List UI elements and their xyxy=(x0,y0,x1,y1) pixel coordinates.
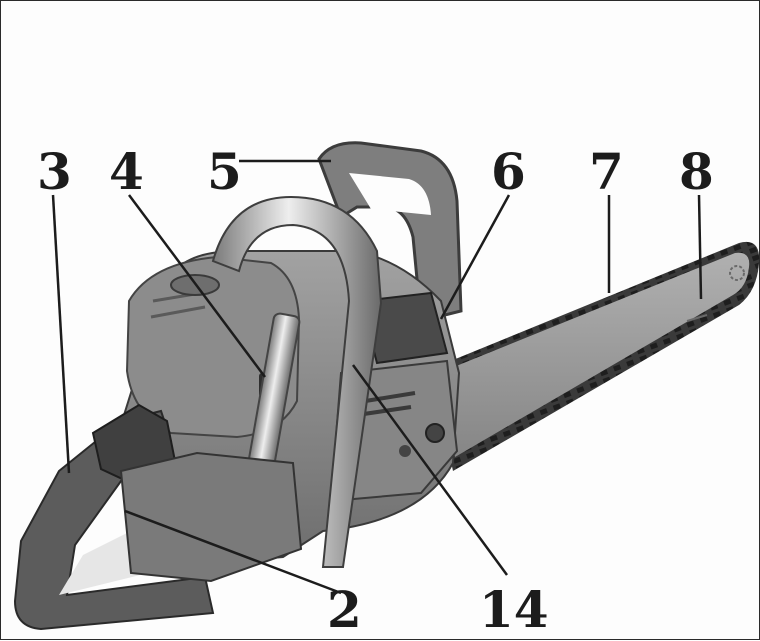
bar-nut-1 xyxy=(425,423,445,443)
label-5: 5 xyxy=(207,142,242,201)
callout-labels: 3 4 5 6 7 8 2 14 xyxy=(37,142,714,639)
leader-4 xyxy=(127,194,267,378)
label-2: 2 xyxy=(327,580,362,639)
bar-nut-2 xyxy=(399,445,411,457)
leader-lines xyxy=(51,159,703,595)
label-6: 6 xyxy=(491,142,526,201)
leader-6 xyxy=(439,194,511,320)
label-3: 3 xyxy=(37,142,72,201)
leader-8 xyxy=(697,194,703,300)
guide-bar-plate xyxy=(439,252,750,457)
rear-body-lower xyxy=(119,451,303,583)
label-14: 14 xyxy=(479,580,549,639)
label-7: 7 xyxy=(589,142,624,201)
guide-bar xyxy=(431,241,760,471)
front-handle xyxy=(211,195,383,568)
leader-14 xyxy=(351,364,509,576)
label-8: 8 xyxy=(679,142,714,201)
rear-handle-assembly xyxy=(13,403,303,631)
leader-2 xyxy=(124,509,342,595)
bar-marking xyxy=(686,314,708,322)
sprocket-nose-mark xyxy=(729,265,745,281)
rear-handle-opening xyxy=(349,173,431,215)
cover-groove-2 xyxy=(150,305,206,319)
leader-3 xyxy=(51,194,71,474)
label-4: 4 xyxy=(109,142,144,201)
